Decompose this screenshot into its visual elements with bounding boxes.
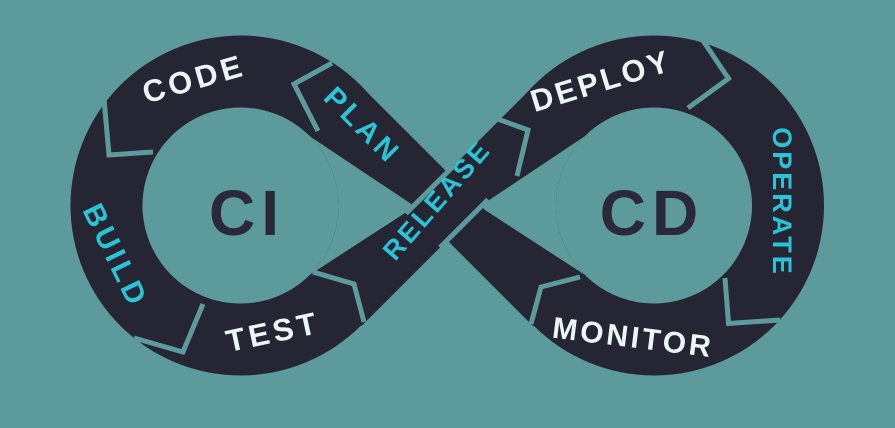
left-loop-ring [70,35,411,376]
cd-label: CD [600,177,704,249]
right-loop-ring [484,35,824,376]
right-inner-wedge [479,136,585,275]
chevron-operate-to-monitor [722,277,781,327]
chevron-deploy-to-operate [686,37,732,111]
chevron-monitor-to-plan [528,274,581,325]
crossing-gap-upper [404,163,456,216]
release-band [327,85,568,326]
chevron-plan-to-code [290,60,334,133]
chevron-code-to-build [101,98,154,158]
segment-label-operate: OPERATE [767,127,797,277]
chevron-build-to-test [133,303,206,356]
ci-label: CI [209,177,285,249]
chevron-test-to-release [312,269,367,323]
crossing-gap-lower [438,197,490,250]
chevron-release-to-deploy [491,114,531,177]
left-inner-wedge [309,136,415,275]
